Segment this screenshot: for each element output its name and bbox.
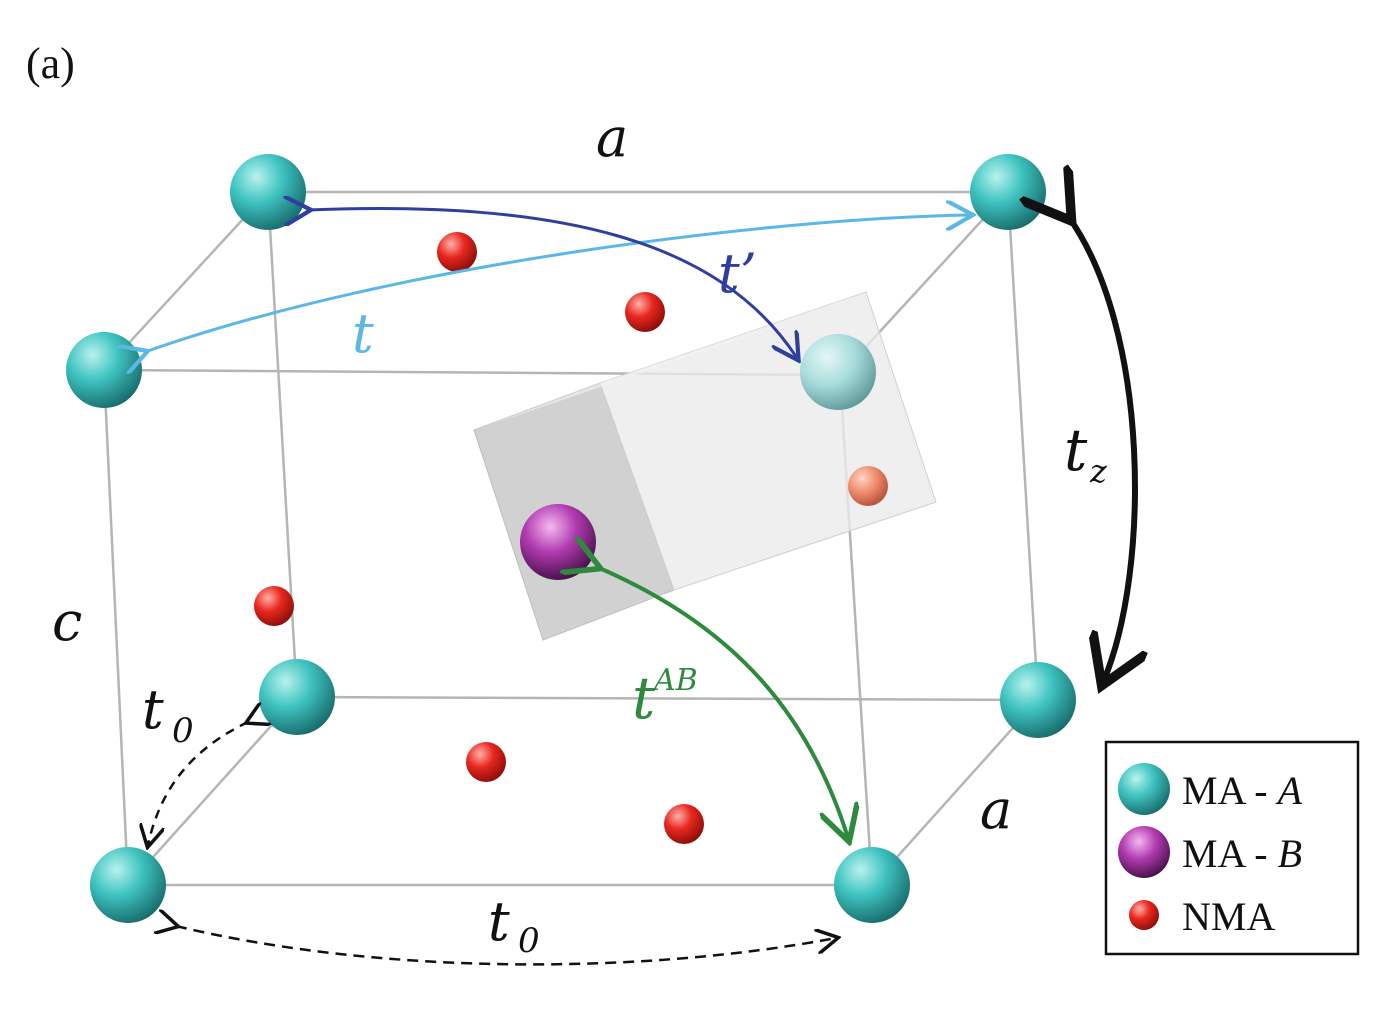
hopping-t-z-arrow — [1068, 216, 1135, 680]
hopping-t0-bottom-arrow — [176, 926, 836, 966]
hopping-t-ab-arrow — [597, 567, 848, 838]
label-t0-bottom: t 0 — [488, 890, 540, 961]
label-a-top: a — [596, 106, 628, 169]
panel-label: (a) — [26, 39, 75, 88]
teal-sphere-icon — [1118, 763, 1170, 815]
label-t0-bottom-sub: 0 — [518, 921, 540, 961]
label-t0-left-base: t — [142, 678, 164, 741]
hopping-t0-diagonal-arrow — [148, 722, 248, 845]
ma-b-atom — [520, 504, 596, 580]
legend: MA - A MA - B NMA — [1104, 740, 1360, 956]
legend-item-nma: NMA — [1182, 894, 1275, 939]
translucent-cube — [473, 291, 937, 641]
ma-a-atom — [90, 847, 166, 923]
ma-a-atom — [800, 334, 876, 410]
ma-a-atom — [66, 332, 142, 408]
label-t-ab: t AB — [632, 663, 698, 732]
label-t0-left-sub: 0 — [172, 711, 194, 751]
label-t-z-base: t — [1064, 416, 1088, 484]
nma-atom — [625, 292, 665, 332]
hopping-t-prime-arrow — [308, 209, 797, 358]
nma-atom — [466, 742, 506, 782]
red-sphere-icon — [1129, 900, 1159, 930]
ma-a-atom — [1000, 662, 1076, 738]
ma-a-atom — [230, 154, 306, 230]
nma-atom — [848, 466, 888, 506]
label-t-prime: t’ — [718, 242, 757, 305]
label-t0-left: t 0 — [142, 678, 194, 751]
magenta-sphere-icon — [1118, 826, 1170, 878]
ma-a-atom — [834, 847, 910, 923]
nma-atom — [254, 586, 294, 626]
ma-a-atom — [259, 659, 335, 735]
legend-item-ma-a: MA - A — [1182, 768, 1303, 813]
label-t-z: t z — [1064, 416, 1108, 490]
label-t-ab-sup: AB — [651, 663, 698, 698]
nma-atom — [664, 804, 704, 844]
label-c: c — [52, 590, 82, 653]
label-a-right: a — [980, 778, 1012, 841]
label-t-z-sub: z — [1089, 452, 1108, 490]
label-t: t — [352, 302, 374, 365]
legend-item-ma-b: MA - B — [1182, 831, 1302, 876]
nma-atom — [437, 232, 477, 272]
label-t-ab-base: t — [632, 664, 656, 732]
ma-a-atom — [970, 154, 1046, 230]
label-t0-bottom-base: t — [488, 890, 510, 953]
